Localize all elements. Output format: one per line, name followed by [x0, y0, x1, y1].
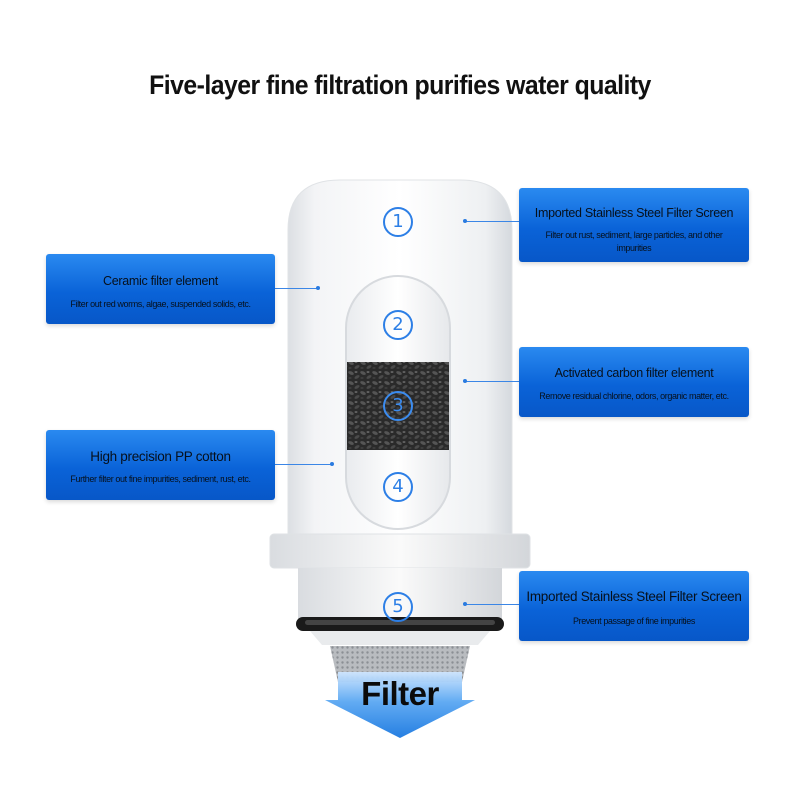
callout-layer-1: Imported Stainless Steel Filter Screen F…: [519, 188, 749, 262]
filter-arrow-label: Filter: [361, 675, 439, 712]
callout-layer-2: Ceramic filter element Filter out red wo…: [46, 254, 275, 324]
layer-number-3: 3: [383, 391, 413, 421]
callout-layer-5: Imported Stainless Steel Filter Screen P…: [519, 571, 749, 641]
leader-dot-3: [463, 379, 467, 383]
callout-1-title: Imported Stainless Steel Filter Screen: [534, 206, 734, 220]
callout-2-title: Ceramic filter element: [103, 274, 218, 288]
layer-number-5: 5: [383, 592, 413, 622]
callout-layer-4: High precision PP cotton Further filter …: [46, 430, 275, 500]
callout-5-title: Imported Stainless Steel Filter Screen: [526, 589, 742, 604]
leader-dot-1: [463, 219, 467, 223]
leader-line-2: [274, 288, 318, 289]
layer-number-1: 1: [383, 207, 413, 237]
callout-4-description: Further filter out fine impurities, sedi…: [70, 474, 251, 484]
leader-line-5: [466, 604, 520, 605]
callout-4-title: High precision PP cotton: [90, 449, 231, 464]
callout-layer-3: Activated carbon filter element Remove r…: [519, 347, 749, 417]
leader-dot-5: [463, 602, 467, 606]
layer-number-2: 2: [383, 310, 413, 340]
leader-line-3: [466, 381, 520, 382]
callout-2-description: Filter out red worms, algae, suspended s…: [70, 299, 251, 309]
callout-3-title: Activated carbon filter element: [554, 366, 714, 380]
callout-3-description: Remove residual chlorine, odors, organic…: [539, 391, 729, 401]
leader-line-1: [466, 221, 520, 222]
callout-5-description: Prevent passage of fine impurities: [573, 616, 695, 626]
leader-dot-2: [316, 286, 320, 290]
layer-number-4: 4: [383, 472, 413, 502]
leader-dot-4: [330, 462, 334, 466]
callout-1-description: Filter out rust, sediment, large particl…: [545, 230, 723, 253]
leader-line-4: [274, 464, 332, 465]
page-title: Five-layer fine filtration purifies wate…: [149, 70, 651, 100]
